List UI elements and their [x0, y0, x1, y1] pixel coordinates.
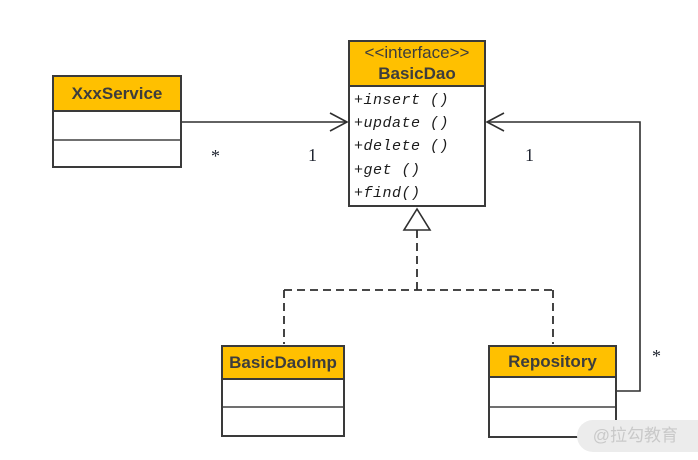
attributes-compartment — [54, 112, 180, 139]
stereotype-label: <<interface>> — [364, 43, 470, 62]
class-name-repository: Repository — [490, 347, 615, 378]
association-service-to-dao — [182, 112, 349, 132]
operations-compartment — [54, 139, 180, 166]
attributes-compartment — [490, 378, 615, 406]
method-get: +get () — [354, 161, 421, 179]
class-basicdaoimp: BasicDaoImp — [221, 345, 345, 437]
methods-compartment: +insert () +update () +delete () +get ()… — [350, 87, 484, 206]
class-header-basicdao: <<interface>> BasicDao — [350, 42, 484, 87]
class-name-xxxservice: XxxService — [54, 77, 180, 112]
multiplicity-dao-right: 1 — [525, 145, 534, 165]
open-arrowhead-icon — [329, 112, 349, 132]
class-name-basicdaoimp: BasicDaoImp — [223, 347, 343, 380]
method-insert: +insert () — [354, 91, 450, 109]
watermark-badge: @拉勾教育 — [576, 420, 698, 452]
multiplicity-dao-left: 1 — [308, 145, 317, 165]
class-name-basicdao: BasicDao — [378, 64, 456, 84]
multiplicity-service-side: * — [211, 146, 220, 166]
realization-triangle-icon — [402, 207, 432, 231]
method-update: +update () — [354, 114, 450, 132]
class-xxxservice: XxxService — [52, 75, 182, 168]
class-basicdao: <<interface>> BasicDao +insert () +updat… — [348, 40, 486, 207]
open-arrowhead-icon — [485, 112, 505, 132]
operations-compartment — [223, 406, 343, 435]
method-delete: +delete () — [354, 138, 450, 156]
method-find: +find() — [354, 185, 421, 203]
realization-links — [283, 207, 554, 344]
attributes-compartment — [223, 380, 343, 406]
multiplicity-repository-side: * — [652, 346, 661, 366]
